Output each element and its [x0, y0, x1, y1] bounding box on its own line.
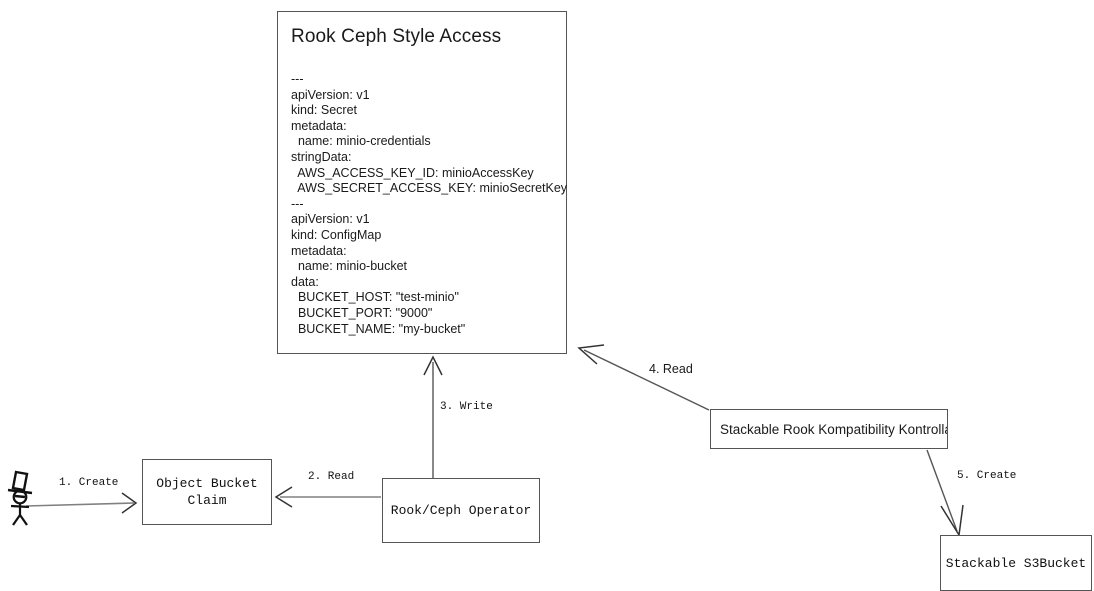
yaml-card[interactable]: Rook Ceph Style Access --- apiVersion: v…: [277, 11, 567, 354]
node-stackable-rook-kompatibility-kontrollant[interactable]: Stackable Rook Kompatibility Kontrollant: [710, 409, 948, 449]
edge-5-create-line: [926, 449, 964, 538]
yaml-card-body: --- apiVersion: v1 kind: Secret metadata…: [291, 72, 568, 336]
edge-label-2-read: 2. Read: [308, 471, 355, 483]
edge-2-read-line: [274, 486, 381, 508]
node-object-bucket-claim[interactable]: Object Bucket Claim: [142, 459, 272, 525]
edge-1-create-line: [25, 492, 138, 514]
yaml-card-title: Rook Ceph Style Access: [291, 26, 502, 47]
actor-stick-figure-icon: [5, 470, 41, 526]
edge-label-3-write: 3. Write: [440, 401, 493, 413]
node-rook-ceph-operator[interactable]: Rook/Ceph Operator: [382, 478, 540, 543]
node-stackable-s3bucket[interactable]: Stackable S3Bucket: [940, 535, 1092, 591]
edge-label-1-create: 1. Create: [59, 477, 119, 489]
edge-3-write-line: [423, 355, 443, 478]
edge-4-read-line: [577, 344, 710, 411]
edge-label-5-create: 5. Create: [957, 470, 1017, 482]
edge-label-4-read: 4. Read: [649, 362, 693, 376]
